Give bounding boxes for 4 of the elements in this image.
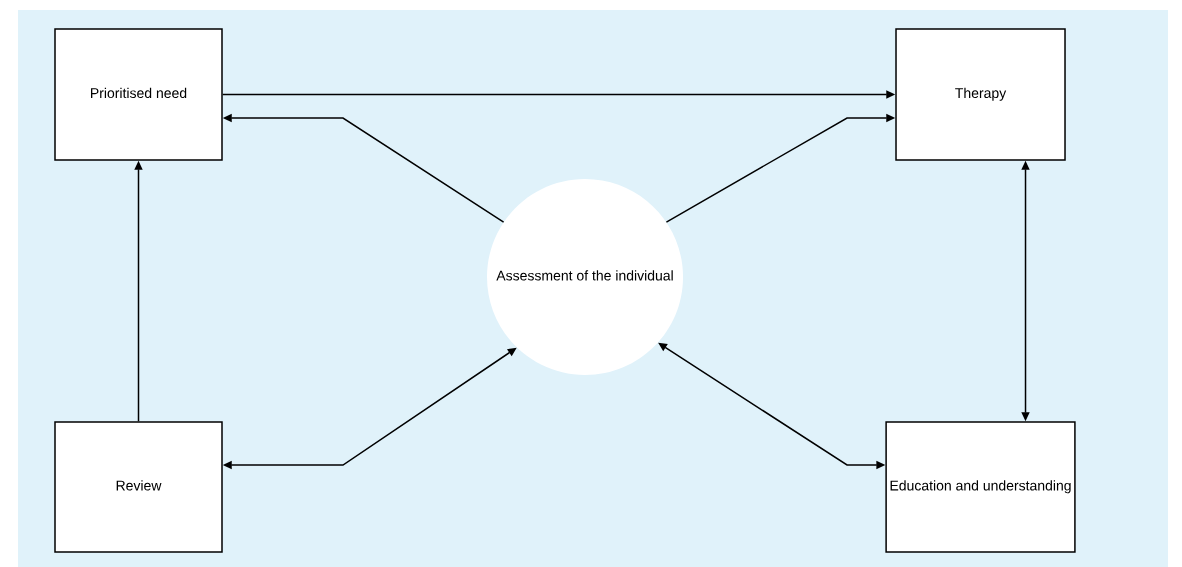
process-box: Review bbox=[54, 421, 223, 553]
process-box: Therapy bbox=[895, 28, 1066, 161]
process-box: Education and understanding bbox=[885, 421, 1076, 553]
process-box: Prioritised need bbox=[54, 28, 223, 161]
